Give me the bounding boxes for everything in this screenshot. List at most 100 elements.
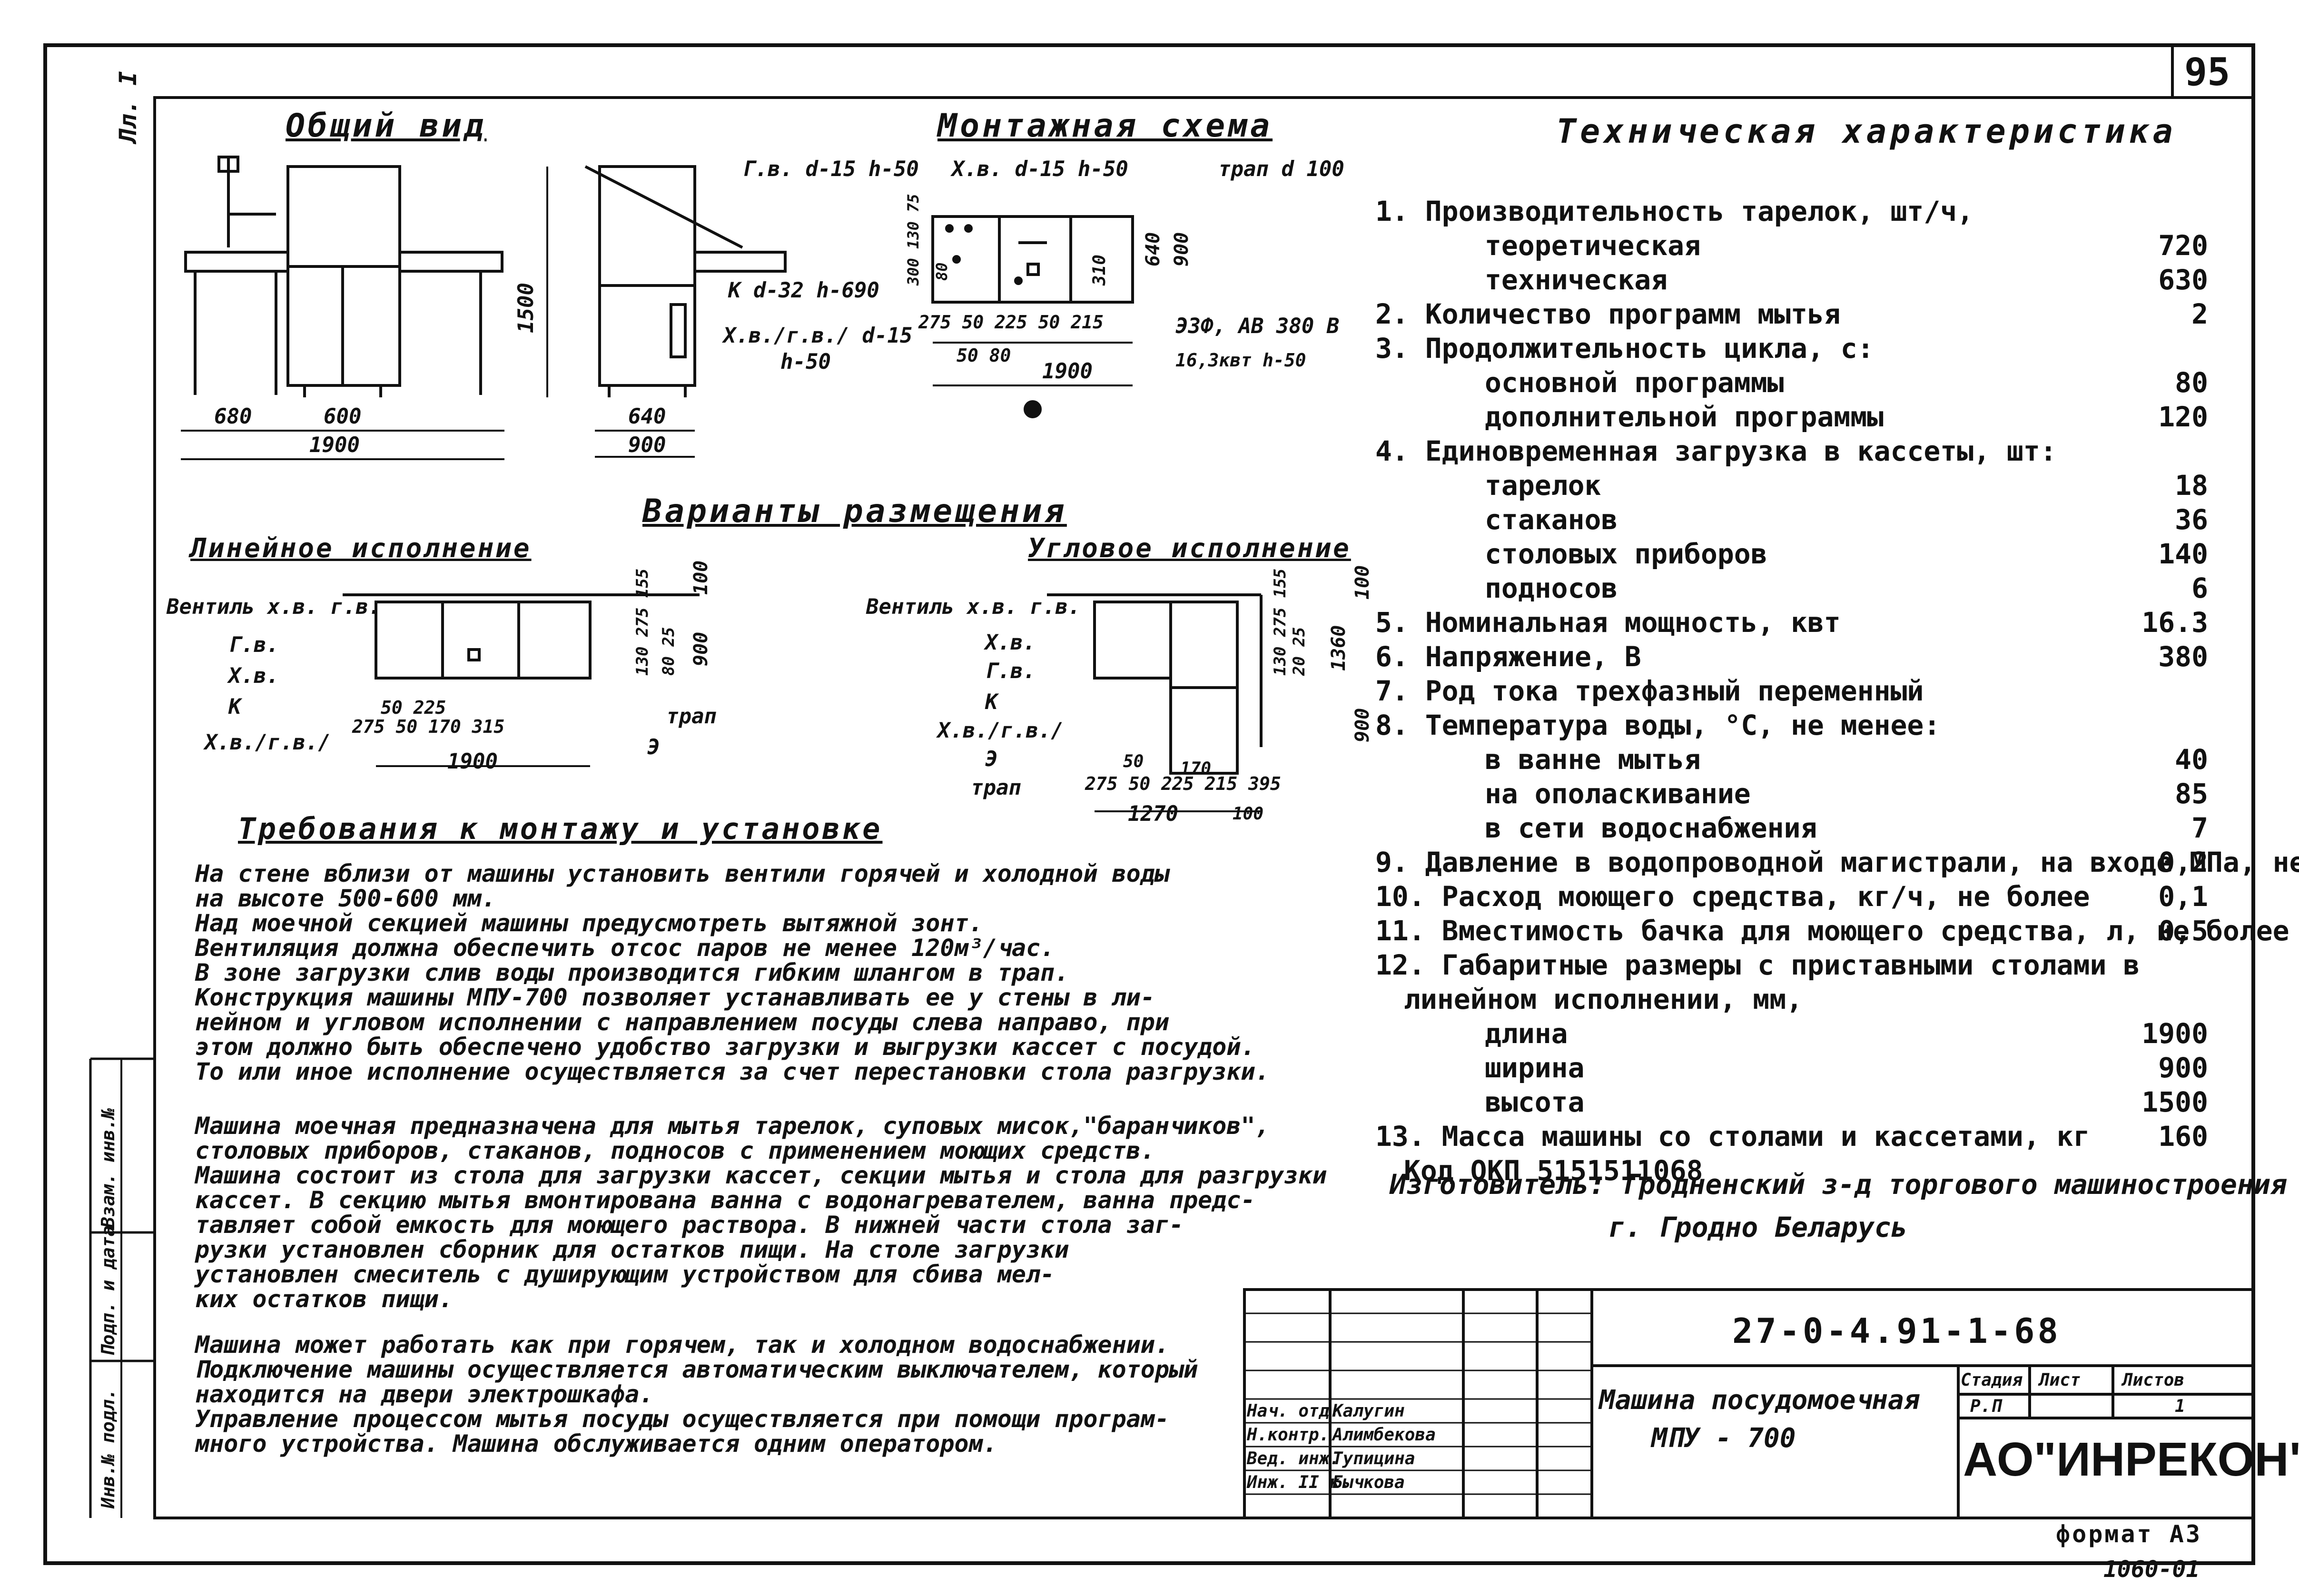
- item-name-line-1: Машина посудомоечная: [1599, 1385, 1920, 1416]
- req-line: Вентиляция должна обеспечить отсос паров…: [195, 934, 1055, 962]
- side-label: Лл. I: [114, 71, 142, 143]
- spec-value: 0,2: [2158, 846, 2208, 878]
- signer-role-4: Инж. II к.: [1247, 1473, 1350, 1492]
- spec-value: 120: [2158, 401, 2208, 433]
- req-line: Машина состоит из стола для загрузки кас…: [195, 1162, 1327, 1189]
- corner-dim-170: 170: [1180, 759, 1212, 778]
- corner-dims: 275 50 225 215 395: [1085, 773, 1281, 794]
- spec-row: 10. Расход моющего средства, кг/ч, не бо…: [1375, 880, 2208, 913]
- doc-code: 27-0-4.91-1-68: [1732, 1311, 2061, 1351]
- req-line: тавляет собой емкость для моющего раство…: [195, 1211, 1184, 1239]
- mount-label-xvgv: Х.в./г.в./ d-15: [723, 324, 913, 348]
- spec-value: 40: [2175, 743, 2208, 776]
- spec-label: 10. Расход моющего средства, кг/ч, не бо…: [1375, 880, 2090, 913]
- spec-row: стаканов 36: [1485, 503, 2208, 536]
- mount-label-h50: h-50: [780, 350, 831, 374]
- mount-dim-310: 310: [1090, 254, 1109, 286]
- linear-dims-top: 50 225: [381, 697, 446, 718]
- spec-label: в сети водоснабжения: [1485, 812, 1817, 844]
- mount-dims-bottom: 275 50 225 50 215: [918, 312, 1104, 333]
- spec-row: 13. Масса машины со столами и кассетами,…: [1375, 1120, 2208, 1153]
- corner-gv: Г.в.: [985, 659, 1036, 683]
- placement-title: Варианты размещения: [642, 493, 1067, 530]
- spec-row: 3. Продолжительность цикла, с:: [1375, 332, 2208, 365]
- requirements-paragraph-2: Машина моечная предназначена для мытья т…: [195, 1113, 1327, 1311]
- spec-label: в ванне мытья: [1485, 743, 1701, 776]
- signer-name-2: Алимбекова: [1332, 1425, 1436, 1445]
- spec-label: 4. Единовременная загрузка в кассеты, шт…: [1375, 435, 2057, 467]
- spec-label: стаканов: [1485, 503, 1618, 536]
- dim-900: 900: [628, 433, 666, 457]
- req-line: Конструкция машины МПУ-700 позволяет уст…: [195, 984, 1155, 1011]
- sheets-label: Листов: [2122, 1370, 2185, 1390]
- spec-label: 3. Продолжительность цикла, с:: [1375, 332, 1874, 365]
- spec-label: 1. Производительность тарелок, шт/ч,: [1375, 195, 1974, 227]
- spec-label: 12. Габаритные размеры с приставными сто…: [1375, 949, 2140, 981]
- signer-name-3: Тупицина: [1332, 1449, 1415, 1468]
- dim-640: 640: [628, 404, 666, 429]
- manufacturer-line-2: г. Гродно Беларусь: [1608, 1211, 1908, 1243]
- sheet-number: 95: [2184, 50, 2230, 94]
- spec-value: 80: [2175, 366, 2208, 399]
- spec-label: длина: [1485, 1017, 1568, 1050]
- spec-row: 8. Температура воды, °С, не менее:: [1375, 709, 2208, 741]
- corner-title: Угловое исполнение: [1028, 533, 1351, 564]
- linear-dim-100: 100: [690, 560, 712, 595]
- spec-label: теоретическая: [1485, 229, 1701, 262]
- spec-label: 13. Масса машины со столами и кассетами,…: [1375, 1120, 2090, 1153]
- spec-value: 85: [2175, 778, 2208, 810]
- linear-e: Э: [647, 735, 660, 759]
- linear-xv: Х.в.: [228, 664, 279, 688]
- requirements-paragraph-3: Машина может работать как при горячем, т…: [195, 1332, 1198, 1456]
- specs-table: 1. Производительность тарелок, шт/ч,теор…: [1375, 195, 2299, 1223]
- corner-k: К: [985, 690, 998, 714]
- mount-dim-80: 80: [933, 262, 951, 281]
- strip-label-replace: Взам. инв.№: [98, 1108, 118, 1228]
- spec-value: 1500: [2141, 1086, 2208, 1118]
- spec-label: ширина: [1485, 1052, 1585, 1084]
- spec-row: 12. Габаритные размеры с приставными сто…: [1375, 949, 2208, 981]
- corner-dv2: 20 25: [1290, 627, 1309, 676]
- spec-value: 0,5: [2158, 915, 2208, 947]
- spec-label: линейном исполнении, мм,: [1404, 983, 1803, 1015]
- linear-placement-drawing: [343, 593, 700, 767]
- req-line: Управление процессом мытья посуды осущес…: [195, 1405, 1169, 1433]
- footer-handwritten: 1060-01: [2103, 1556, 2200, 1583]
- spec-value: 2: [2191, 298, 2208, 330]
- corner-placement-drawing: [1047, 593, 1263, 812]
- spec-value: 36: [2175, 503, 2208, 536]
- corner-xv: Х.в.: [985, 631, 1036, 655]
- strip-label-inv: Инв.№ подл.: [98, 1389, 118, 1508]
- linear-k: К: [228, 695, 241, 719]
- req-line: Машина моечная предназначена для мытья т…: [195, 1112, 1270, 1140]
- spec-row: 7. Род тока трехфазный переменный: [1375, 675, 2208, 707]
- linear-gv: Г.в.: [228, 633, 279, 657]
- signer-name-1: Калугин: [1332, 1401, 1405, 1421]
- signer-role-1: Нач. отд.: [1247, 1401, 1340, 1421]
- req-line: рузки установлен сборник для остатков пи…: [195, 1236, 1069, 1263]
- strip-label-sign: Подп. и дата: [98, 1225, 118, 1356]
- spec-value: 1900: [2141, 1017, 2208, 1050]
- signer-name-4: Бычкова: [1332, 1473, 1405, 1492]
- req-line: В зоне загрузки слив воды производится г…: [195, 959, 1069, 986]
- mount-label-trap: трап d 100: [1218, 157, 1344, 181]
- req-line: на высоте 500-600 мм.: [195, 885, 496, 912]
- mount-label-k: К d-32 h-690: [728, 278, 879, 303]
- req-line: кассет. В секцию мытья вмонтирована ванн…: [195, 1186, 1255, 1214]
- spec-row: 9. Давление в водопроводной магистрали, …: [1375, 846, 2299, 878]
- spec-row: линейном исполнении, мм,: [1404, 983, 2208, 1015]
- req-line: нейном и угловом исполнении с направлени…: [195, 1008, 1169, 1036]
- corner-e: Э: [985, 747, 998, 771]
- mount-dim-1900: 1900: [1042, 359, 1093, 384]
- linear-dv: 130 275 155: [633, 568, 652, 676]
- req-line: То или иное исполнение осуществляется за…: [195, 1058, 1270, 1085]
- corner-valve: Вентиль х.в. г.в.: [866, 595, 1081, 619]
